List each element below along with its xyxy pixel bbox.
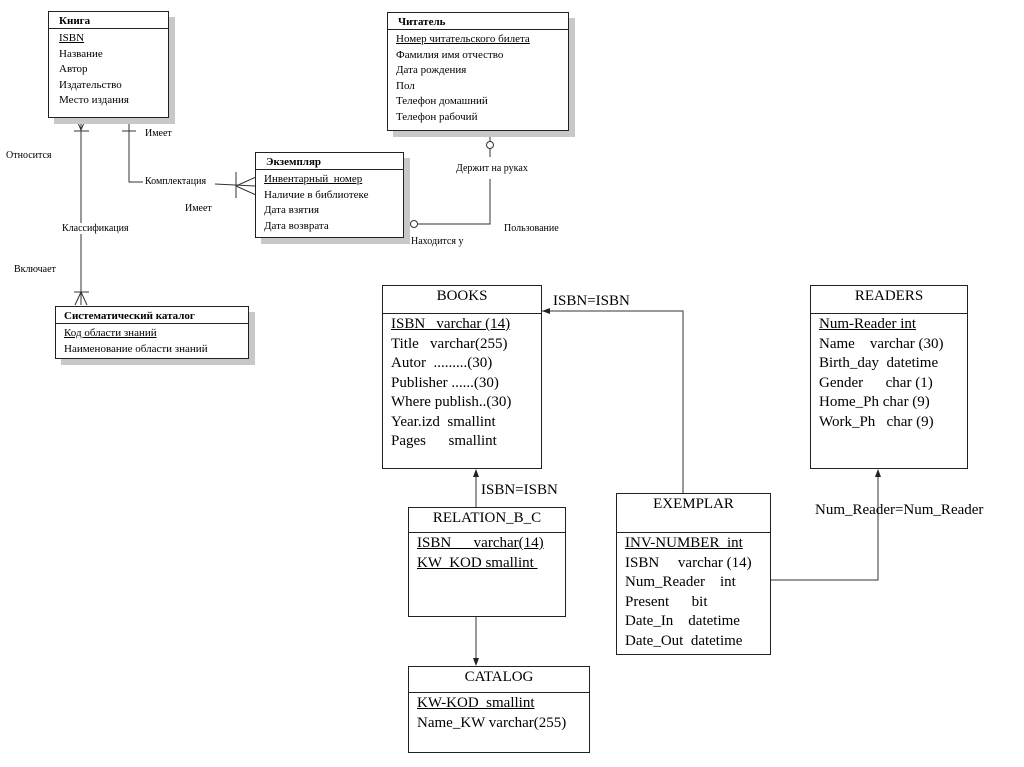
table-title: EXEMPLAR — [617, 494, 770, 533]
entity-key-attr: Номер читательского билета — [396, 33, 530, 45]
table-column: Date_Out datetime — [625, 632, 743, 649]
table-column: Name_KW varchar(255) — [417, 714, 567, 731]
table-column: Autor .........(30) — [391, 355, 493, 371]
crowfoot-katalog-b — [80, 291, 88, 306]
relation-label-relation-books: ISBN=ISBN — [481, 482, 558, 498]
table-title: BOOKS — [383, 286, 541, 314]
table-key-column: INV-NUMBER int — [625, 535, 743, 551]
entity-title: Книга — [49, 12, 168, 29]
arrow-head-catalog-top — [473, 658, 479, 666]
entity-attr: Автор — [59, 63, 88, 75]
crowfoot-kniga-b — [80, 117, 87, 131]
crowfoot-katalog — [74, 291, 82, 306]
table-books: BOOKS ISBN varchar (14) Title varchar(25… — [382, 285, 542, 469]
entity-attr: Дата взятия — [264, 204, 320, 216]
entity-attr: Телефон домашний — [396, 95, 488, 107]
entity-key-attr: ISBN — [59, 32, 85, 44]
table-catalog: CATALOG KW-KOD smallint Name_KW varchar(… — [408, 666, 590, 753]
table-column: Publisher ......(30) — [391, 374, 499, 391]
entity-title: Экземпляр — [256, 153, 403, 170]
relation-label-polzovanie: Пользование — [504, 223, 559, 234]
relation-label-exemplar-books: ISBN=ISBN — [553, 293, 630, 309]
arrow-head-readers-bottom — [875, 469, 881, 477]
relation-label-vklyuchaet: Включает — [14, 264, 56, 275]
table-key-column: ISBN varchar(14) — [417, 535, 544, 551]
relation-label-exemplar-readers: Num_Reader=Num_Reader — [815, 502, 984, 518]
entity-key-attr: Код области знаний — [64, 327, 157, 339]
table-exemplar: EXEMPLAR INV-NUMBER int ISBN varchar (14… — [616, 493, 771, 655]
entity-ekzemplyar: Экземпляр Инвентарный номер Наличие в би… — [255, 152, 404, 238]
table-title: CATALOG — [409, 667, 589, 693]
entity-attr: Издательство — [59, 78, 122, 91]
table-title: READERS — [811, 286, 967, 314]
relation-label-imeet: Имеет — [145, 128, 172, 139]
relation-label-otnositsya: Относится — [6, 150, 52, 161]
table-column: Year.izd smallint — [391, 413, 496, 430]
entity-chitatel: Читатель Номер читательского билета Фами… — [387, 12, 569, 131]
table-column: Birth_day datetime — [819, 355, 939, 371]
table-column: Date_In datetime — [625, 613, 740, 629]
table-column: Work_Ph char (9) — [819, 413, 934, 430]
entity-attr: Фамилия имя отчество — [396, 48, 504, 61]
entity-attr: Дата рождения — [396, 64, 467, 76]
table-column: Gender char (1) — [819, 374, 933, 391]
entity-sistematicheskiy-katalog: Систематический каталог Код области знан… — [55, 306, 249, 359]
entity-attr: Телефон рабочий — [396, 110, 478, 123]
table-relation-b-c: RELATION_B_C ISBN varchar(14) KW KOD sma… — [408, 507, 566, 617]
entity-attr: Место издания — [59, 94, 129, 106]
optional-circle-ekz — [410, 220, 418, 228]
table-key-column: KW-KOD smallint — [417, 695, 535, 711]
entity-attr: Пол — [396, 79, 415, 92]
relation-label-komplektatsiya: Комплектация — [145, 176, 207, 187]
table-column: ISBN varchar (14) — [625, 554, 752, 571]
crowfoot-ekz-a — [235, 176, 257, 187]
entity-title: Читатель — [388, 13, 568, 30]
optional-circle-chit — [486, 141, 494, 149]
table-column: Present bit — [625, 593, 708, 610]
relation-label-klassifikatsiya: Классификация — [62, 223, 129, 234]
table-readers: READERS Num-Reader int Name varchar (30)… — [810, 285, 968, 469]
arrow-head-books-bottom — [473, 469, 479, 477]
link-exemplar-readers — [770, 474, 879, 581]
entity-attr: Дата возврата — [264, 219, 329, 232]
link-chit-ekz — [417, 179, 491, 225]
link-exemplar-books — [542, 310, 684, 493]
table-title: RELATION_B_C — [409, 508, 565, 533]
table-column: Where publish..(30) — [391, 394, 512, 410]
relation-label-derzhit-na-rukah: Держит на руках — [456, 163, 528, 174]
entity-kniga: Книга ISBN Название Автор Издательство М… — [48, 11, 169, 118]
table-key-column: ISBN varchar (14) — [391, 316, 511, 332]
crowfoot-ekz-b — [235, 185, 257, 196]
crowfoot-kniga — [75, 117, 82, 131]
entity-attr: Наличие в библиотеке — [264, 188, 369, 201]
entity-attr: Название — [59, 47, 103, 60]
arrow-head-books-right — [542, 308, 550, 314]
table-column: Home_Ph char (9) — [819, 394, 930, 410]
entity-key-attr: Инвентарный номер — [264, 173, 363, 185]
table-column: Name varchar (30) — [819, 335, 944, 352]
relation-label-nahoditsya-u: Находится у — [411, 236, 464, 247]
entity-attr: Наименование области знаний — [64, 342, 208, 355]
entity-title: Систематический каталог — [56, 307, 248, 324]
relation-label-imeet-2: Имеет — [185, 203, 212, 214]
table-column: Num_Reader int — [625, 574, 736, 590]
table-column: Title varchar(255) — [391, 335, 508, 352]
table-key-column: KW KOD smallint — [417, 554, 538, 571]
table-column: Pages smallint — [391, 433, 497, 449]
link-kniga-ekzemplyar — [128, 118, 143, 183]
table-key-column: Num-Reader int — [819, 316, 917, 332]
